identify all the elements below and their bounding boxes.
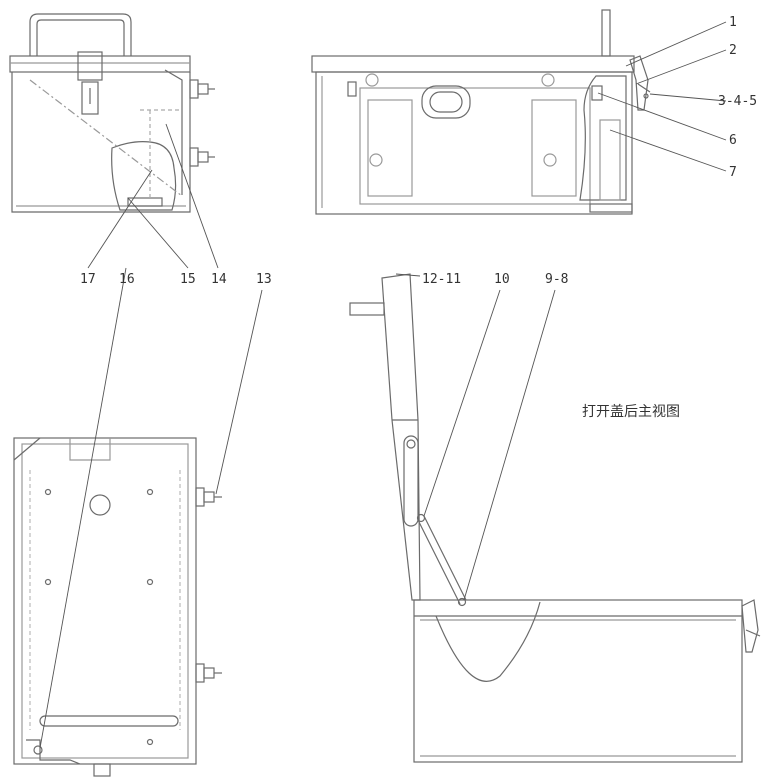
- view-bottom-left-top: [13, 437, 222, 777]
- view-top-right-front: [311, 9, 651, 215]
- callout-2: 2: [729, 43, 737, 58]
- callout-16: 16: [119, 272, 135, 287]
- callout-3-4-5: 3-4-5: [718, 94, 757, 109]
- callout-10: 10: [494, 272, 510, 287]
- callout-14: 14: [211, 272, 227, 287]
- callout-12-11: 12-11: [422, 272, 461, 287]
- leader-lines: [39, 21, 727, 749]
- callout-1: 1: [729, 15, 737, 30]
- callout-17: 17: [80, 272, 96, 287]
- caption-open-front-view: 打开盖后主视图: [582, 403, 680, 420]
- callout-9-8: 9-8: [545, 272, 568, 287]
- callout-15: 15: [180, 272, 196, 287]
- callout-7: 7: [729, 165, 737, 180]
- view-bottom-right-open: [349, 273, 761, 763]
- callout-6: 6: [729, 133, 737, 148]
- view-top-left-side: [9, 13, 215, 213]
- callout-13: 13: [256, 272, 272, 287]
